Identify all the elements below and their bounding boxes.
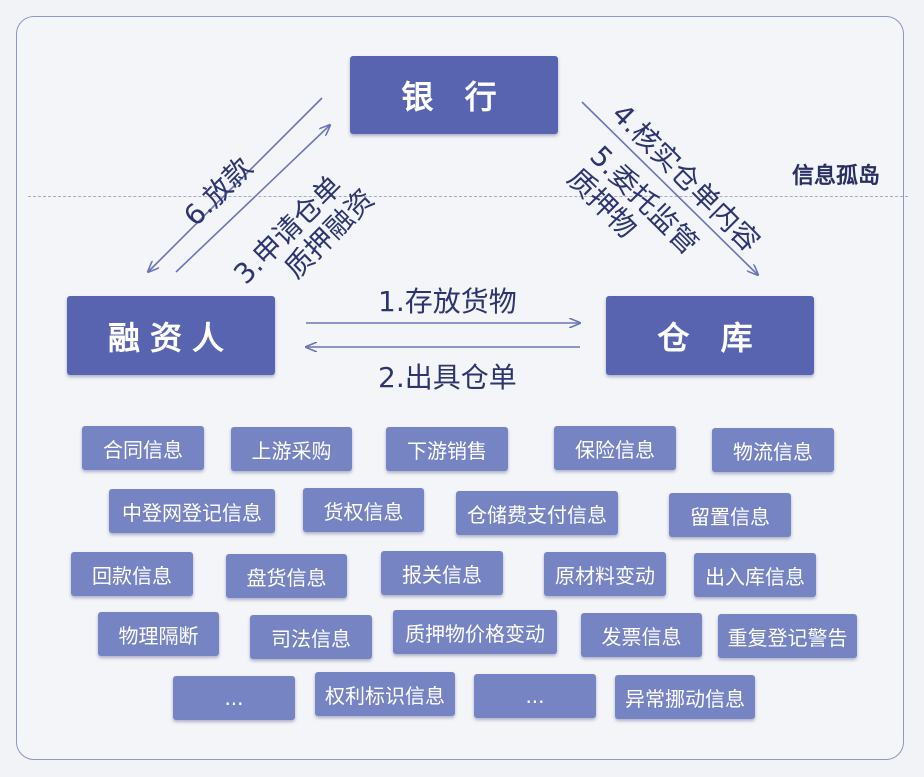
- info-tag: 中登网登记信息: [109, 489, 275, 533]
- info-tag: 报关信息: [381, 551, 503, 595]
- arrow-loan: [148, 97, 323, 272]
- info-tag: 保险信息: [554, 426, 676, 470]
- info-island-divider: [28, 196, 908, 197]
- info-tag: 司法信息: [250, 615, 372, 659]
- info-tag: 出入库信息: [694, 553, 816, 597]
- warehouse-box: 仓 库: [606, 296, 814, 375]
- arrow-verify-receipt: [581, 101, 758, 275]
- info-island-label: 信息孤岛: [792, 164, 881, 189]
- info-tag: 发票信息: [581, 613, 702, 657]
- info-tag: 异常挪动信息: [615, 675, 755, 719]
- info-tag: 重复登记警告: [718, 614, 857, 658]
- info-tag-ellipsis: ...: [173, 676, 295, 720]
- info-tag: 仓储费支付信息: [456, 491, 618, 535]
- info-tag: 质押物价格变动: [393, 610, 557, 654]
- arrow-apply-pledge: [175, 125, 330, 273]
- info-tag: 货权信息: [303, 488, 424, 532]
- financier-box: 融资人: [67, 296, 275, 375]
- info-tag: 上游采购: [231, 427, 352, 471]
- info-tag: 权利标识信息: [315, 672, 455, 716]
- bank-box: 银 行: [350, 56, 558, 134]
- info-tag: 回款信息: [71, 552, 193, 596]
- flow-label-store-goods: 1.存放货物: [378, 285, 517, 318]
- info-tag-ellipsis: ...: [474, 674, 596, 718]
- info-tag: 原材料变动: [544, 552, 666, 596]
- info-tag: 留置信息: [669, 493, 791, 537]
- info-tag: 合同信息: [82, 426, 204, 470]
- info-tag: 下游销售: [386, 427, 508, 471]
- info-tag: 盘货信息: [226, 554, 347, 598]
- flow-label-issue-receipt: 2.出具仓单: [378, 361, 517, 394]
- info-tag: 物理隔断: [98, 612, 219, 656]
- info-tag: 物流信息: [712, 428, 834, 472]
